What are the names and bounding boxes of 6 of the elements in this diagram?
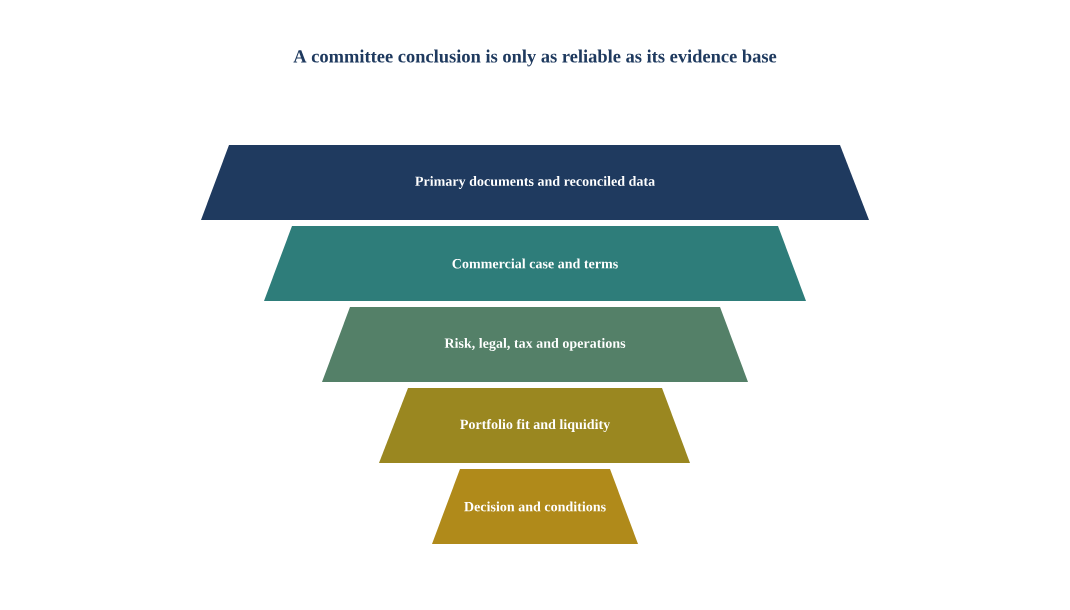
- funnel-band: Decision and conditions: [432, 469, 638, 544]
- funnel-band: Portfolio fit and liquidity: [379, 388, 690, 463]
- funnel-band: Primary documents and reconciled data: [201, 145, 869, 220]
- title: A committee conclusion is only as reliable as its evidence base: [293, 49, 777, 67]
- funnel-band: Commercial case and terms: [264, 226, 806, 301]
- funnel-band: Risk, legal, tax and operations: [322, 307, 748, 382]
